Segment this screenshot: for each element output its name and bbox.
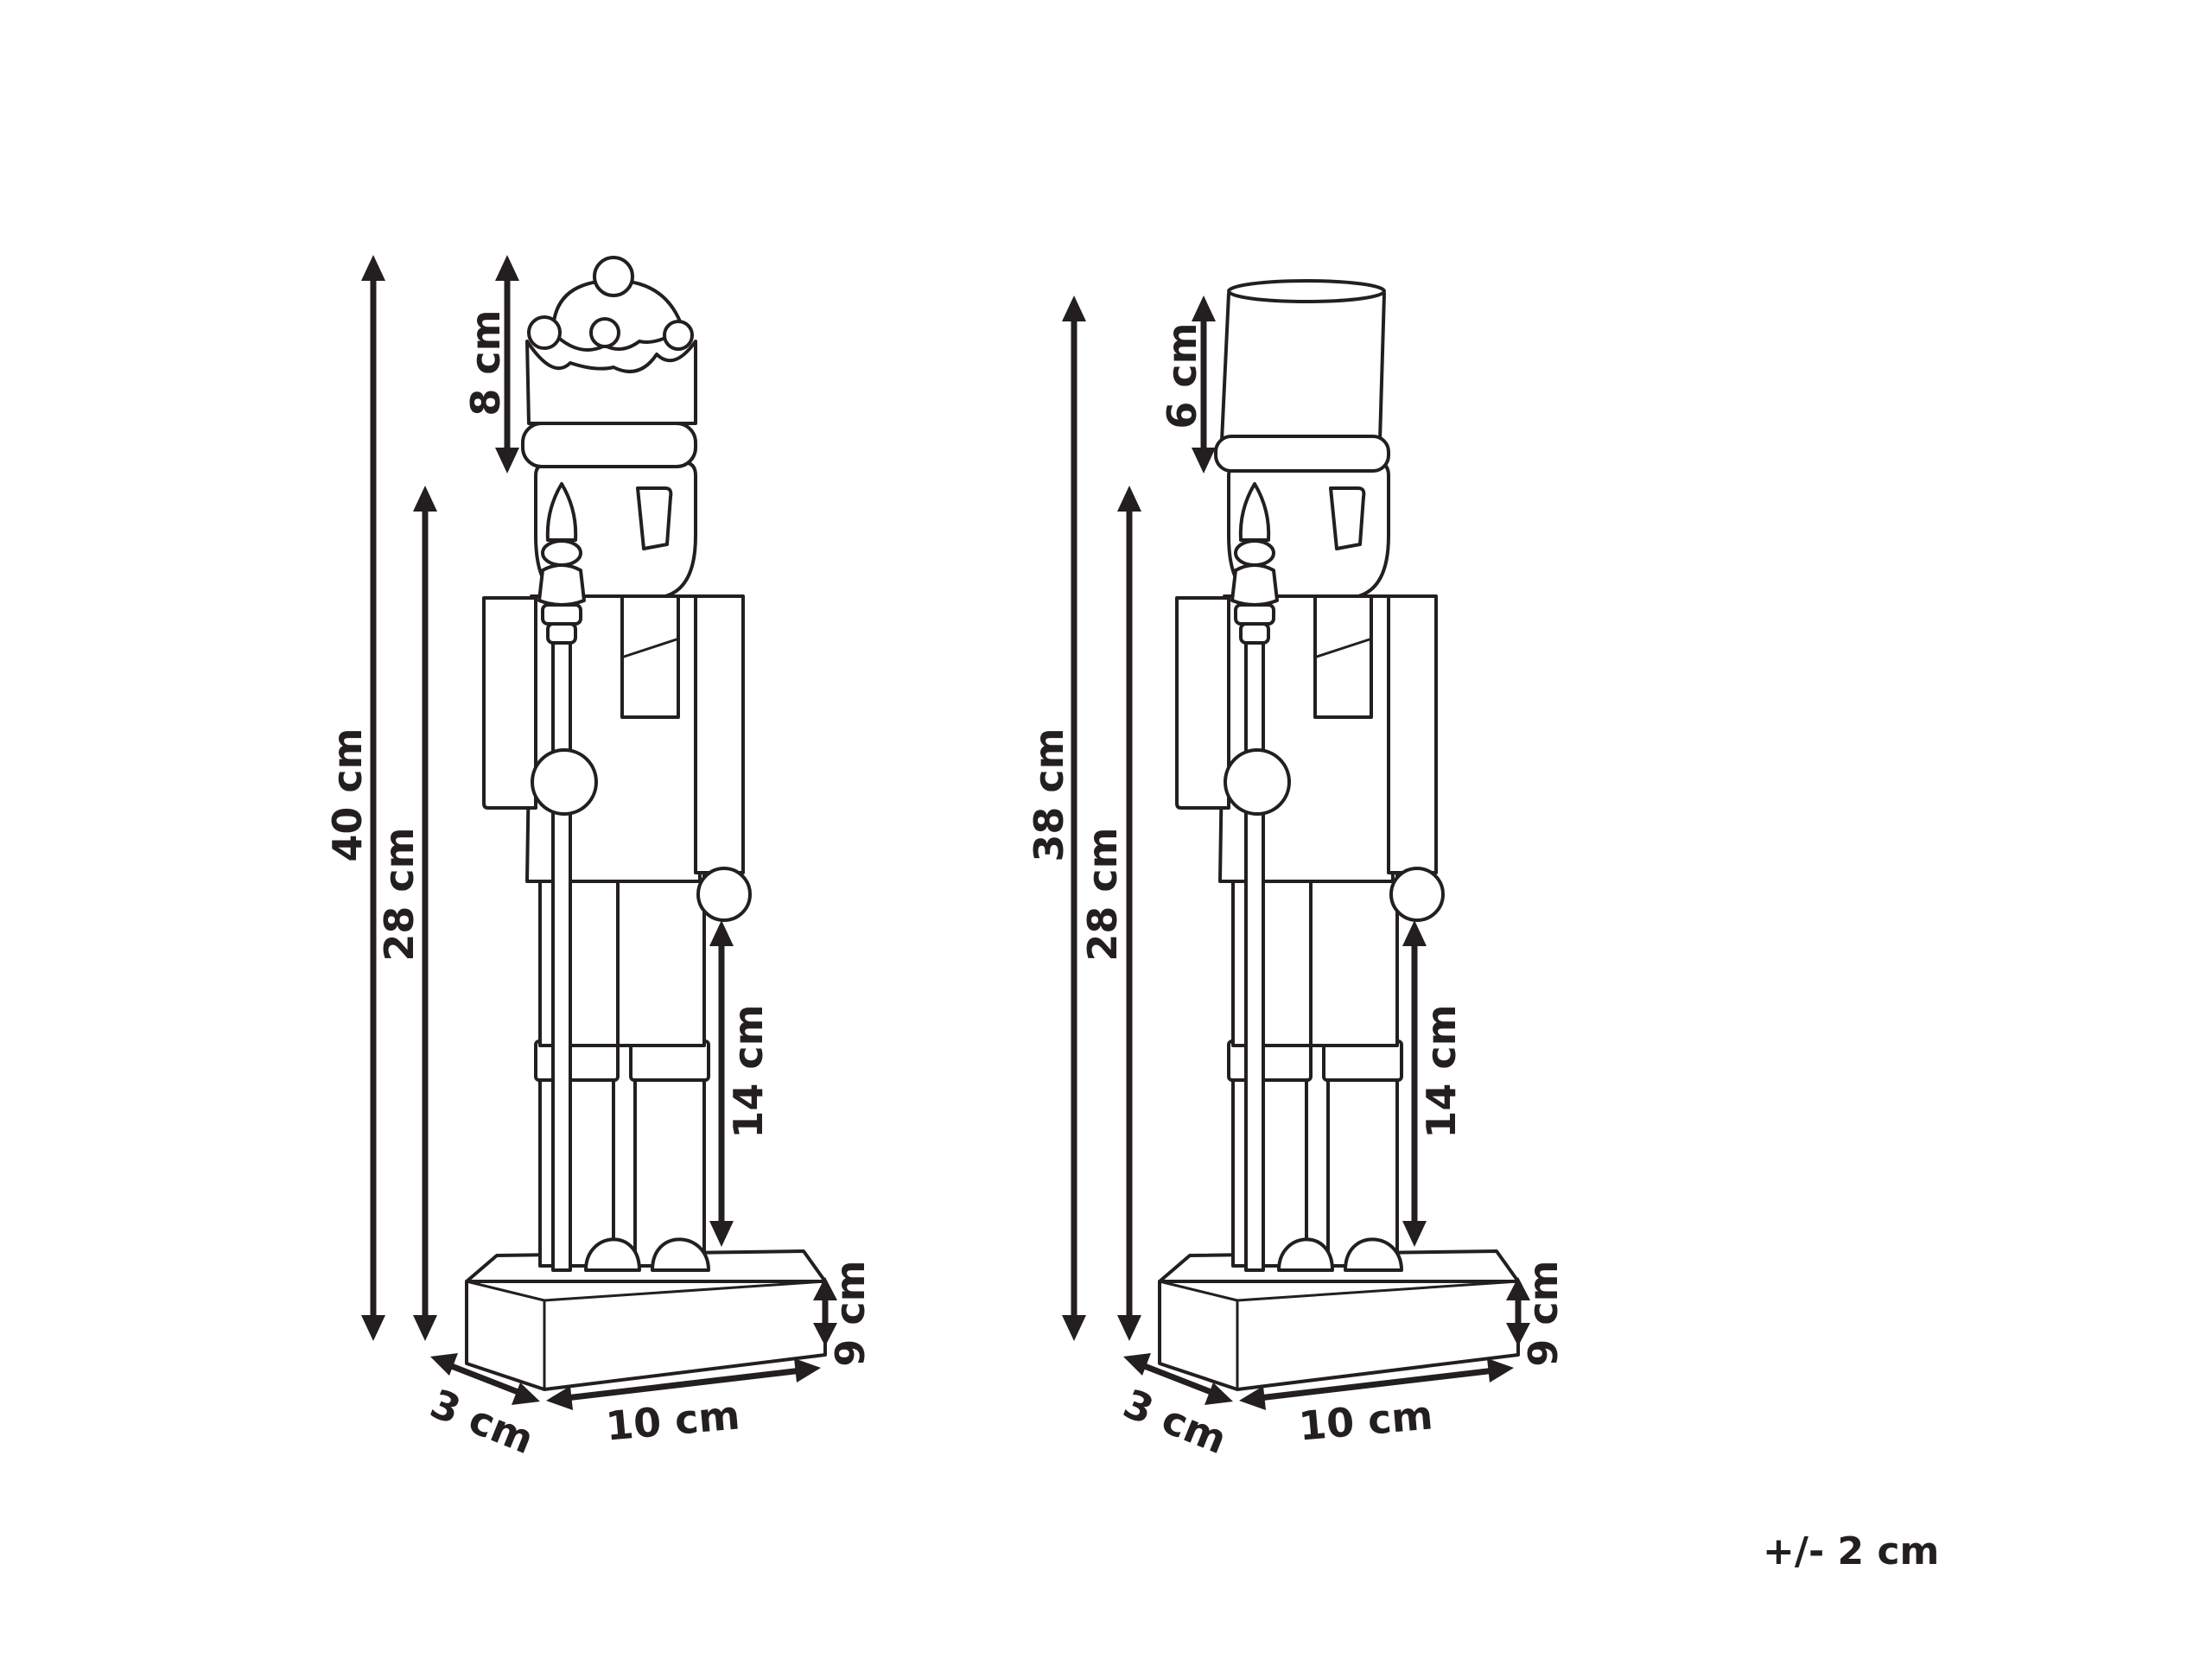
left-total-height-dimension: 40 cm [324, 255, 385, 1341]
right-base-height-label: 9 cm [1520, 1260, 1567, 1366]
left-total-height-label: 40 cm [324, 728, 371, 861]
right-base-width-dimension: 10 cm [1239, 1358, 1514, 1450]
left-hat-height-dimension: 8 cm [462, 255, 519, 474]
right-hat-height-label: 6 cm [1159, 322, 1205, 429]
right-body-height-dimension: 28 cm [1079, 486, 1141, 1341]
left-hat-height-label: 8 cm [462, 309, 509, 416]
right-total-height-dimension: 38 cm [1026, 296, 1086, 1341]
right-body-height-label: 28 cm [1079, 827, 1126, 961]
right-base-height-dimension: 9 cm [1506, 1260, 1567, 1367]
nutcracker-crown-figure [465, 256, 827, 1391]
right-leg-height-label: 14 cm [1418, 1004, 1465, 1138]
left-base-width-label: 10 cm [604, 1391, 741, 1449]
right-leg-height-dimension: 14 cm [1402, 920, 1465, 1247]
tolerance-note: +/- 2 cm [1763, 1529, 1940, 1573]
left-leg-height-label: 14 cm [725, 1004, 772, 1138]
left-body-height-label: 28 cm [376, 827, 423, 961]
left-body-height-dimension: 28 cm [376, 486, 437, 1341]
left-base-height-dimension: 9 cm [813, 1260, 874, 1367]
left-leg-height-dimension: 14 cm [709, 920, 772, 1247]
right-base-width-label: 10 cm [1297, 1391, 1434, 1449]
right-hat-height-dimension: 6 cm [1159, 296, 1216, 474]
nutcracker-top-hat-figure [1158, 279, 1520, 1391]
left-base-height-label: 9 cm [827, 1260, 874, 1366]
left-base-width-dimension: 10 cm [546, 1358, 821, 1450]
right-total-height-label: 38 cm [1026, 728, 1072, 861]
